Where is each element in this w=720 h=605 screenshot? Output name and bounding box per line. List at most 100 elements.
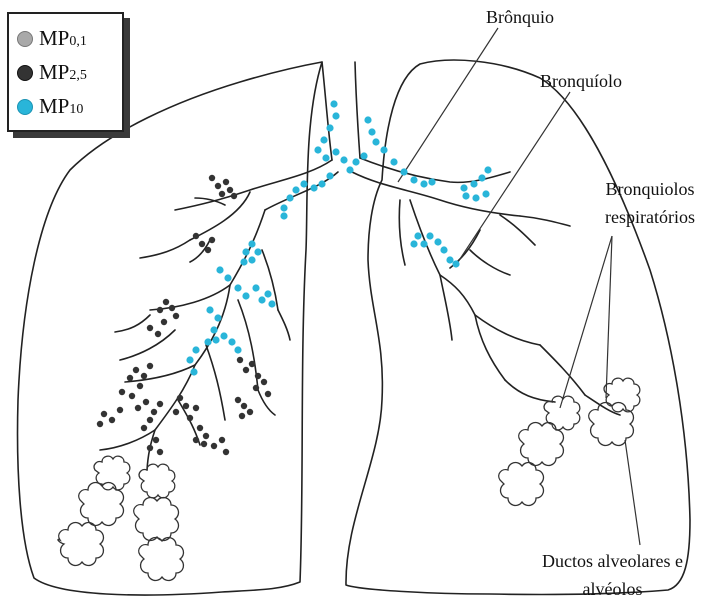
- dark-dot-icon: [17, 65, 33, 81]
- mp25-particle: [173, 313, 179, 319]
- mp25-particle: [157, 307, 163, 313]
- mp10-particle: [248, 240, 255, 247]
- mp25-particle: [161, 319, 167, 325]
- mp25-particle: [223, 449, 229, 455]
- mp10-particle: [322, 154, 329, 161]
- mp10-particle: [478, 174, 485, 181]
- mp25-particle: [227, 187, 233, 193]
- mp10-particle: [482, 190, 489, 197]
- mp10-particle: [368, 128, 375, 135]
- mp25-particle: [153, 437, 159, 443]
- particles-group: [97, 100, 492, 455]
- mp25-particle: [209, 237, 215, 243]
- mp25-particle: [219, 191, 225, 197]
- mp10-particle: [192, 346, 199, 353]
- mp10-particle: [318, 180, 325, 187]
- mp10-particle: [470, 180, 477, 187]
- mp25-particle: [253, 385, 259, 391]
- mp25-particle: [215, 183, 221, 189]
- pointer-bronquiolos-b: [606, 236, 612, 398]
- mp25-particle: [193, 233, 199, 239]
- mp25-particle: [223, 179, 229, 185]
- mp10-particle: [440, 246, 447, 253]
- mp25-particle: [241, 403, 247, 409]
- cyan-dot-icon: [17, 99, 33, 115]
- mp10-particle: [346, 166, 353, 173]
- mp25-particle: [203, 433, 209, 439]
- mp10-particle: [280, 212, 287, 219]
- mp25-particle: [147, 363, 153, 369]
- mp10-particle: [330, 100, 337, 107]
- pointer-bronquiolos-a: [560, 236, 612, 408]
- mp10-particle: [224, 274, 231, 281]
- mp10-particle: [320, 136, 327, 143]
- mp25-particle: [205, 247, 211, 253]
- mp10-particle: [234, 346, 241, 353]
- mp10-particle: [210, 326, 217, 333]
- mp10-particle: [390, 158, 397, 165]
- mp10-particle: [268, 300, 275, 307]
- mp25-particle: [151, 409, 157, 415]
- mp25-particle: [261, 379, 267, 385]
- mp10-particle: [420, 240, 427, 247]
- mp25-particle: [101, 411, 107, 417]
- mp25-particle: [157, 449, 163, 455]
- left-alveoli-cluster-1: [58, 523, 104, 566]
- mp25-particle: [219, 437, 225, 443]
- mp10-particle: [326, 172, 333, 179]
- pointer-bronquio: [398, 28, 498, 182]
- mp25-particle: [141, 373, 147, 379]
- mp25-particle: [197, 425, 203, 431]
- mp25-particle: [209, 175, 215, 181]
- label-ductos-line1: Ductos alveolares e: [510, 550, 715, 572]
- mp10-particle: [410, 176, 417, 183]
- mp25-particle: [247, 409, 253, 415]
- mp25-particle: [143, 399, 149, 405]
- mp10-particle: [264, 290, 271, 297]
- mp10-particle: [420, 180, 427, 187]
- mp25-particle: [265, 391, 271, 397]
- mp25-particle: [255, 373, 261, 379]
- mp10-particle: [204, 338, 211, 345]
- mp10-particle: [220, 332, 227, 339]
- mp10-particle: [372, 138, 379, 145]
- mp10-particle: [434, 238, 441, 245]
- mp25-particle: [193, 437, 199, 443]
- mp25-particle: [135, 405, 141, 411]
- mp10-particle: [252, 284, 259, 291]
- label-bronquio: Brônquio: [486, 6, 554, 28]
- mp25-particle: [157, 401, 163, 407]
- mp10-particle: [242, 292, 249, 299]
- legend-item-mp10: MP10: [17, 96, 83, 117]
- mp10-particle: [212, 336, 219, 343]
- mp10-particle: [446, 256, 453, 263]
- mp10-particle: [460, 184, 467, 191]
- label-bronquiolo: Bronquíolo: [540, 70, 622, 92]
- mp25-particle: [147, 417, 153, 423]
- label-ductos-line2: alvéolos: [510, 578, 715, 600]
- mp25-particle: [187, 415, 193, 421]
- trachea-right-wall: [355, 62, 360, 158]
- mp10-particle: [462, 192, 469, 199]
- mp25-particle: [211, 443, 217, 449]
- mp10-particle: [248, 256, 255, 263]
- left-lung-outline: [18, 62, 322, 595]
- mp10-particle: [340, 156, 347, 163]
- mp25-particle: [147, 445, 153, 451]
- label-bronquiolos-line2: respiratórios: [585, 206, 715, 228]
- mp10-particle: [452, 260, 459, 267]
- mp25-particle: [169, 305, 175, 311]
- mp10-particle: [326, 124, 333, 131]
- mp25-particle: [199, 241, 205, 247]
- mp25-particle: [249, 361, 255, 367]
- mp25-particle: [137, 383, 143, 389]
- mp10-particle: [414, 232, 421, 239]
- mp10-particle: [214, 314, 221, 321]
- mp25-particle: [127, 375, 133, 381]
- mp25-particle: [173, 409, 179, 415]
- mp10-particle: [364, 116, 371, 123]
- mp10-particle: [380, 146, 387, 153]
